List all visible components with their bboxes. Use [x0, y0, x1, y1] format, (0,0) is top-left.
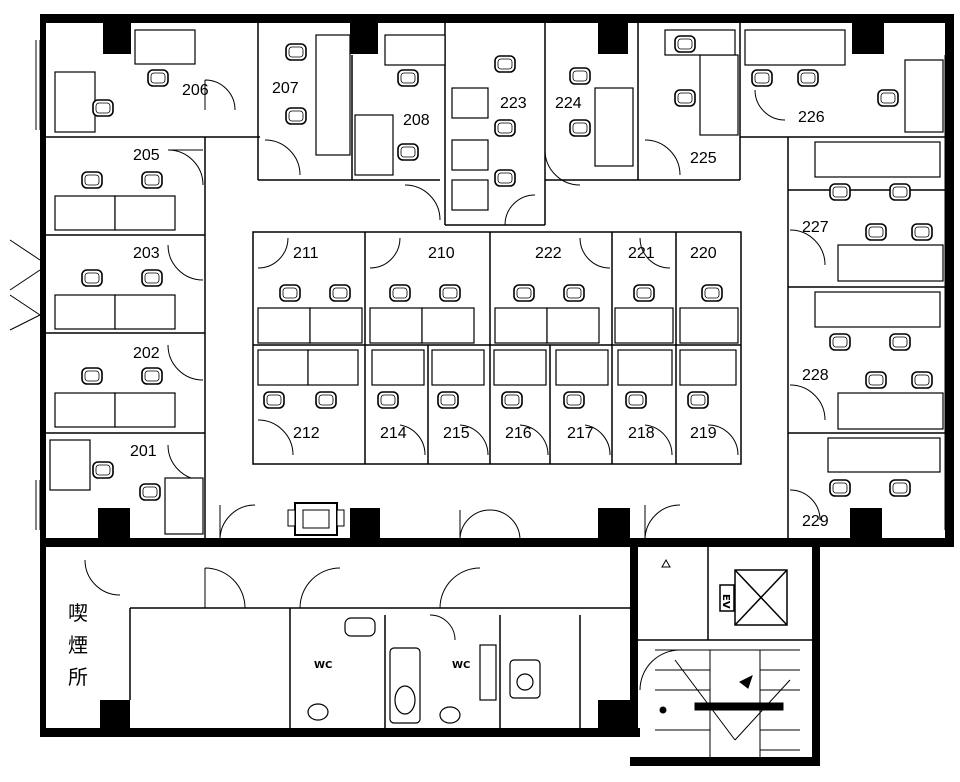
- room-216: 216: [505, 425, 532, 442]
- room-229: 229: [802, 513, 829, 530]
- room-215: 215: [443, 425, 470, 442]
- room-201: 201: [130, 443, 157, 460]
- room-206: 206: [182, 82, 209, 99]
- copier-icon: [287, 502, 345, 536]
- elevator-icon: [719, 569, 788, 626]
- room-208: 208: [403, 112, 430, 129]
- smoking-room-label-2: 煙: [68, 633, 88, 657]
- room-203: 203: [133, 245, 160, 262]
- room-210: 210: [428, 245, 455, 262]
- doors: [84, 79, 826, 691]
- room-220: 220: [690, 245, 717, 262]
- staircase-icon: [655, 649, 800, 757]
- room-214: 214: [380, 425, 407, 442]
- room-212: 212: [293, 425, 320, 442]
- room-224: 224: [555, 95, 582, 112]
- room-218: 218: [628, 425, 655, 442]
- smoking-room-label-1: 喫: [68, 601, 88, 625]
- smoking-room-label-3: 所: [68, 665, 88, 689]
- wc-right-label: WC: [452, 660, 470, 671]
- room-222: 222: [535, 245, 562, 262]
- room-221: 221: [628, 245, 655, 262]
- wc-left-label: WC: [314, 660, 332, 671]
- room-227: 227: [802, 219, 829, 236]
- windows: [9, 40, 946, 530]
- facility-labels: 喫 煙 所 WC WC EV: [68, 594, 731, 689]
- entrance-marker-icon: [661, 558, 671, 568]
- elevator-label: EV: [720, 594, 731, 609]
- room-labels: 206 205 203 202 201 207 208 223 224 225 …: [130, 80, 829, 530]
- outer-walls: [40, 14, 954, 766]
- room-211: 211: [293, 245, 319, 262]
- toilet-fixtures: [307, 617, 541, 724]
- desks: [49, 29, 944, 535]
- room-219: 219: [690, 425, 717, 442]
- room-202: 202: [133, 345, 160, 362]
- room-205: 205: [133, 147, 160, 164]
- room-226: 226: [798, 109, 825, 126]
- room-223: 223: [500, 95, 527, 112]
- partitions: [46, 22, 945, 728]
- room-217: 217: [567, 425, 594, 442]
- room-225: 225: [690, 150, 717, 167]
- room-228: 228: [802, 367, 829, 384]
- room-207: 207: [272, 80, 299, 97]
